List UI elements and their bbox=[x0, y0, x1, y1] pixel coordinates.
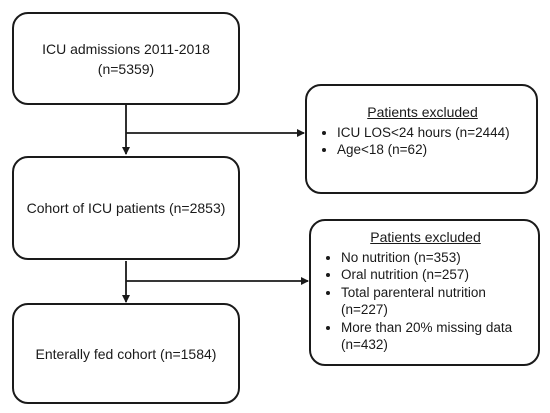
excluded-item: ICU LOS<24 hours (n=2444) bbox=[337, 124, 528, 142]
excluded-box-1: Patients excluded ICU LOS<24 hours (n=24… bbox=[305, 84, 538, 194]
admissions-label: ICU admissions 2011-2018 bbox=[42, 40, 210, 57]
enteral-box: Enterally fed cohort (n=1584) bbox=[12, 303, 240, 404]
admissions-box: ICU admissions 2011-2018 (n=5359) bbox=[12, 12, 240, 105]
excluded-item: Total parenteral nutrition (n=227) bbox=[341, 284, 530, 319]
cohort-label: Cohort of ICU patients (n=2853) bbox=[26, 200, 226, 216]
excluded-list-1: ICU LOS<24 hours (n=2444) Age<18 (n=62) bbox=[317, 124, 528, 159]
cohort-box: Cohort of ICU patients (n=2853) bbox=[12, 156, 240, 260]
excluded-list-2: No nutrition (n=353) Oral nutrition (n=2… bbox=[321, 249, 530, 354]
enteral-label: Enterally fed cohort (n=1584) bbox=[35, 345, 217, 362]
admissions-count: (n=5359) bbox=[97, 60, 155, 77]
excluded-item: More than 20% missing data (n=432) bbox=[341, 319, 530, 354]
excluded-item: No nutrition (n=353) bbox=[341, 249, 530, 267]
excluded-box-2: Patients excluded No nutrition (n=353) O… bbox=[309, 219, 540, 366]
excluded-item: Age<18 (n=62) bbox=[337, 141, 528, 159]
excluded-item: Oral nutrition (n=257) bbox=[341, 266, 530, 284]
excluded-title-2: Patients excluded bbox=[370, 229, 481, 245]
excluded-title-1: Patients excluded bbox=[367, 104, 478, 120]
